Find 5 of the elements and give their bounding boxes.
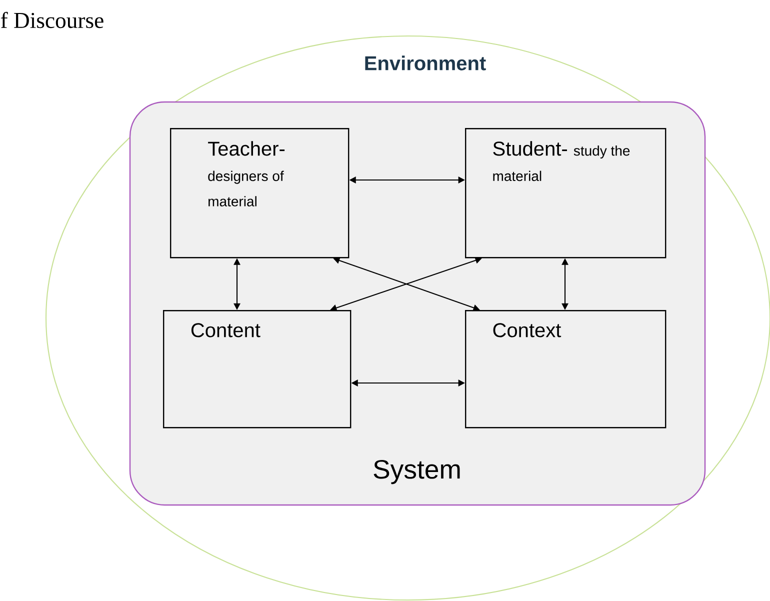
component-box: Context [465,310,666,428]
component-box: Teacher- designers of material [170,128,350,258]
component-box: Content [163,310,352,428]
component-box: Student- study the material [465,128,666,258]
heading-fragment: f Discourse [0,12,104,28]
